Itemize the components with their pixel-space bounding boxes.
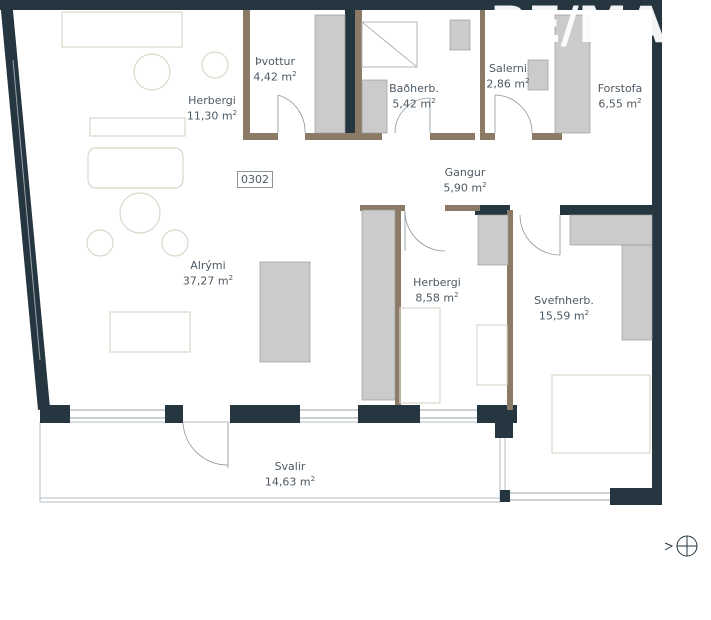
north-arrow-icon (664, 535, 698, 557)
room-label: Baðherb.5,42 m2 (389, 82, 439, 111)
logo: RE/MAX (490, 0, 703, 54)
fixtures (259, 14, 653, 401)
shower (361, 21, 418, 68)
room-label: Svefnherb.15,59 m2 (534, 294, 594, 323)
doors (182, 94, 561, 468)
unit-number: 0302 (237, 171, 273, 188)
windows (12, 59, 610, 501)
furniture (61, 11, 651, 454)
inner-walls (243, 10, 562, 410)
